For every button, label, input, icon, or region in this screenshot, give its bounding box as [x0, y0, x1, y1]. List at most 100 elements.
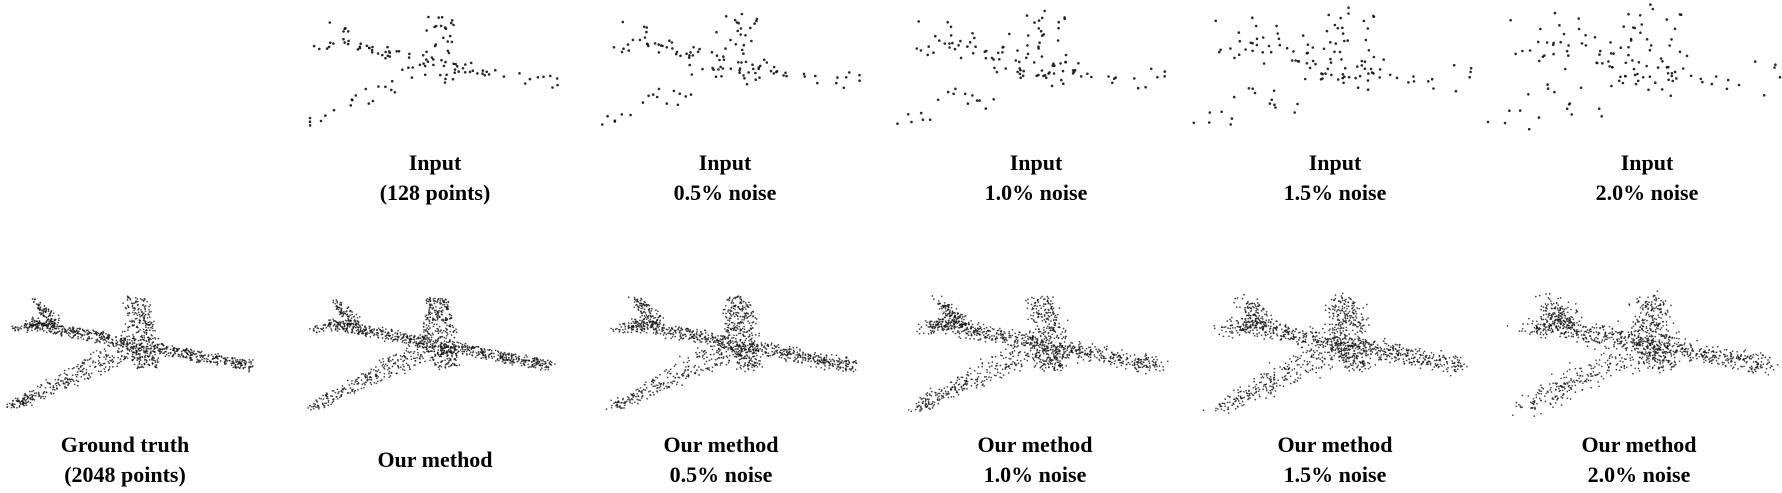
point-mark — [431, 344, 434, 347]
point-mark — [163, 348, 166, 350]
point-mark — [854, 368, 857, 371]
point-mark — [799, 356, 802, 358]
point-mark — [1666, 72, 1670, 75]
point-mark — [448, 325, 451, 327]
point-mark — [509, 359, 512, 362]
point-mark — [647, 315, 649, 318]
point-mark — [73, 367, 75, 369]
point-mark — [795, 357, 798, 360]
point-mark — [735, 355, 737, 358]
point-mark — [620, 113, 624, 116]
point-mark — [726, 329, 728, 331]
point-mark — [356, 48, 360, 51]
point-mark — [57, 381, 60, 384]
point-mark — [157, 337, 160, 340]
point-mark — [314, 403, 317, 406]
point-mark — [662, 317, 665, 319]
point-mark — [145, 326, 147, 329]
point-mark — [766, 354, 769, 357]
point-mark — [527, 366, 530, 369]
point-mark — [200, 350, 203, 353]
point-mark — [431, 304, 433, 307]
point-mark — [845, 366, 848, 368]
point-mark — [139, 359, 142, 361]
point-mark — [75, 375, 78, 378]
point-mark — [431, 350, 433, 352]
point-mark — [769, 69, 773, 73]
point-mark — [606, 114, 609, 118]
point-mark — [335, 396, 338, 398]
point-mark — [639, 386, 642, 389]
point-mark — [1508, 109, 1511, 112]
point-mark — [22, 398, 24, 401]
point-mark — [830, 353, 833, 356]
point-mark — [697, 366, 700, 368]
point-mark — [102, 331, 105, 334]
point-mark — [135, 353, 138, 356]
point-mark — [332, 390, 335, 392]
point-mark — [749, 362, 752, 365]
point-mark — [662, 323, 665, 326]
point-mark — [396, 358, 399, 361]
point-mark — [337, 321, 339, 324]
point-mark — [921, 118, 925, 121]
point-mark — [210, 353, 213, 356]
point-mark — [239, 358, 241, 361]
point-mark — [1598, 53, 1601, 56]
output-panel-noise-1.0 — [907, 292, 1169, 413]
point-mark — [23, 326, 26, 329]
point-mark — [545, 365, 548, 367]
point-mark — [743, 306, 746, 309]
point-mark — [818, 356, 821, 359]
point-mark — [417, 337, 419, 340]
point-mark — [217, 358, 219, 360]
point-mark — [206, 358, 209, 361]
point-mark — [821, 359, 823, 362]
point-mark — [484, 351, 486, 353]
point-mark — [361, 329, 364, 332]
point-mark — [533, 360, 535, 362]
point-mark — [687, 374, 690, 377]
point-mark — [450, 346, 453, 348]
point-mark — [459, 349, 462, 351]
point-mark — [136, 359, 139, 361]
point-mark — [12, 403, 14, 406]
point-mark — [960, 320, 963, 323]
point-mark — [666, 372, 669, 374]
point-mark — [350, 382, 353, 385]
point-mark — [1274, 106, 1277, 109]
point-mark — [483, 348, 486, 350]
point-mark — [525, 359, 527, 362]
point-mark — [627, 296, 630, 299]
point-mark — [423, 322, 425, 324]
point-mark — [703, 353, 706, 355]
point-mark — [732, 313, 734, 316]
point-mark — [666, 328, 669, 331]
point-mark — [151, 334, 153, 337]
point-mark — [111, 355, 114, 357]
point-mark — [364, 383, 366, 386]
point-mark — [447, 301, 450, 304]
point-mark — [142, 347, 145, 350]
point-mark — [802, 352, 804, 355]
point-mark — [752, 363, 754, 366]
point-mark — [112, 360, 115, 363]
point-mark — [361, 383, 364, 386]
point-mark — [341, 391, 344, 393]
point-mark — [714, 336, 717, 339]
point-mark — [1296, 102, 1299, 106]
point-mark — [756, 365, 759, 368]
point-mark — [645, 26, 649, 29]
point-mark — [727, 319, 729, 322]
point-mark — [853, 360, 855, 363]
point-mark — [700, 368, 702, 371]
point-mark — [739, 302, 741, 305]
point-mark — [373, 329, 375, 331]
point-mark — [21, 397, 24, 400]
point-mark — [488, 349, 491, 352]
point-mark — [632, 392, 635, 395]
point-mark — [431, 346, 434, 348]
point-mark — [1611, 65, 1614, 69]
point-mark — [378, 359, 381, 362]
point-mark — [896, 122, 899, 125]
